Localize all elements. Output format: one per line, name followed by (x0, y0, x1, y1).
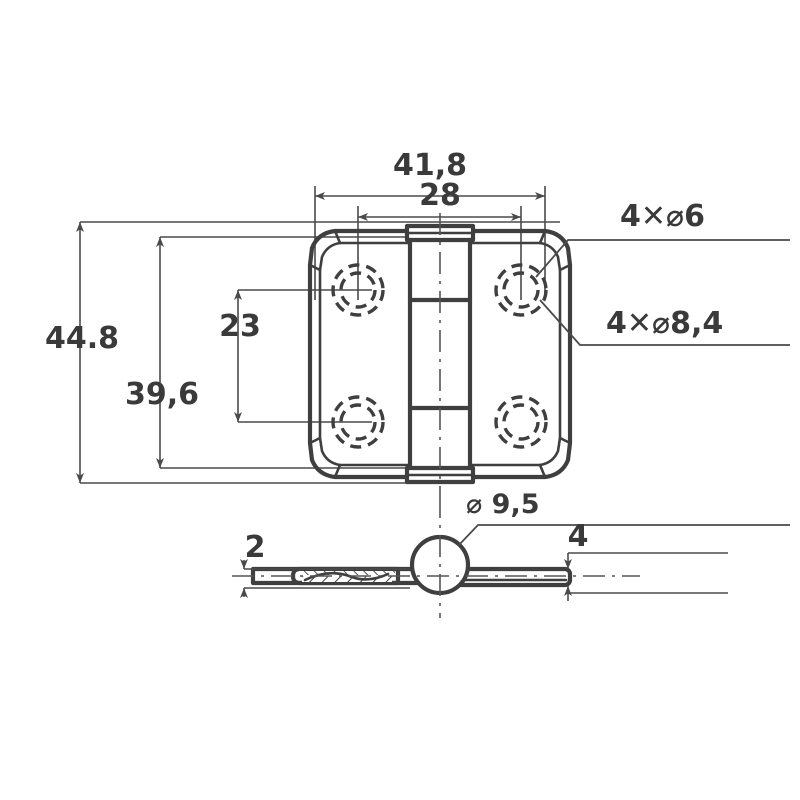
right-leaf-bevel-top (538, 229, 547, 245)
side-left-leaf-profile-curve (303, 571, 390, 582)
dimension-leaf-thickness-right: 4 (564, 519, 728, 601)
side-left-leaf-hatch-upper (299, 571, 395, 575)
dimension-hole-spacing-vertical-label: 23 (219, 309, 261, 344)
left-leaf-bevel-top (333, 229, 342, 245)
callout-through-hole-label: 4✕⌀8,4 (606, 306, 723, 341)
dimension-leaf-thickness-right-label: 4 (568, 519, 589, 554)
dimension-hole-spacing-vertical: 23 (219, 290, 261, 422)
callout-through-hole: 4✕⌀8,4 (539, 299, 790, 346)
side-section-view: ⌀ 9,5 2 4 (232, 489, 790, 618)
dimension-plate-height: 39,6 (125, 237, 199, 468)
callout-pin-diameter-label: ⌀ 9,5 (466, 489, 540, 520)
dimension-leaf-thickness-left-label: 2 (245, 530, 266, 565)
callout-pin-diameter: ⌀ 9,5 (457, 489, 790, 547)
left-leaf-outline (307, 228, 415, 480)
dimension-overall-width-label: 41,8 (393, 148, 467, 183)
callout-counterbore: 4✕⌀6 (535, 199, 790, 278)
left-leaf-corner-tick-bottom (308, 436, 322, 445)
left-leaf-corner-tick-top (308, 263, 322, 272)
right-leaf-outline (465, 228, 573, 480)
left-leaf-bevel-bottom (333, 463, 342, 479)
right-leaf-corner-tick-top (558, 263, 572, 272)
dimension-hole-spacing-horizontal-label: 28 (419, 178, 461, 213)
right-leaf-inner-edge (466, 241, 562, 467)
dimension-hole-spacing-horizontal: 28 (358, 178, 521, 221)
dimension-overall-height-label: 44.8 (45, 321, 119, 356)
hole-bottom-right (494, 395, 548, 449)
side-right-leaf (449, 566, 573, 588)
hole-bottom-left (331, 395, 385, 449)
callout-counterbore-label: 4✕⌀6 (620, 199, 705, 234)
hole-top-left (331, 263, 385, 317)
dimension-overall-width: 41,8 (315, 148, 545, 200)
dimension-plate-height-label: 39,6 (125, 377, 199, 412)
dimension-overall-height: 44.8 (45, 222, 119, 483)
hinge-knuckle-column (404, 223, 476, 485)
right-leaf-bevel-bottom (538, 463, 547, 479)
right-leaf-corner-tick-bottom (558, 436, 572, 445)
front-view (80, 186, 573, 496)
side-left-leaf-curl (290, 566, 401, 586)
dimension-leaf-thickness-left: 2 (240, 530, 410, 598)
front-view-extension-lines (80, 186, 560, 484)
left-leaf-inner-edge (318, 241, 414, 467)
hole-top-right (494, 263, 548, 317)
